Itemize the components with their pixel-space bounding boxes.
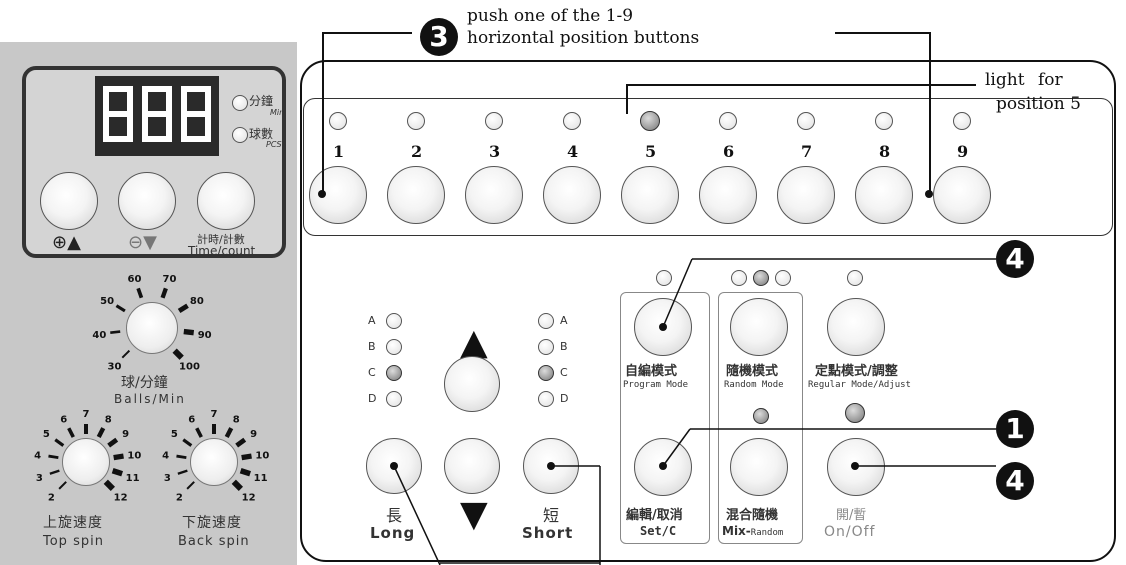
- callout-leader-lines: [0, 0, 1126, 565]
